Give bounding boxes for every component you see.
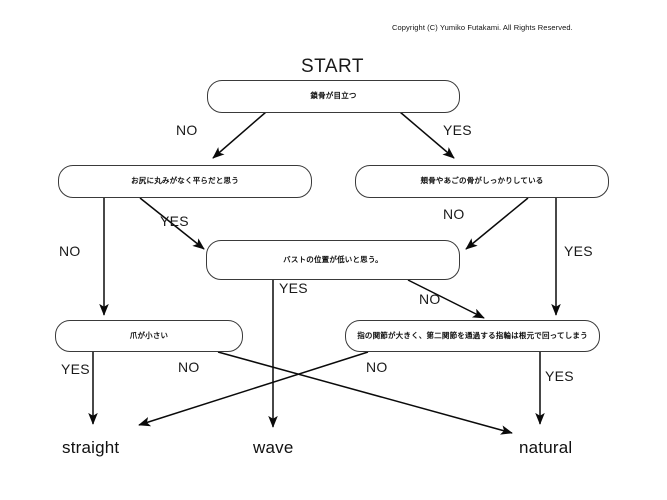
node-q3[interactable]: 頬骨やあごの骨がしっかりしている	[355, 165, 609, 198]
edge-label-q4-yes: YES	[279, 280, 308, 296]
edge-q1-no	[212, 111, 267, 159]
node-q1[interactable]: 鎖骨が目立つ	[207, 80, 460, 113]
node-q2[interactable]: お尻に丸みがなく平らだと思う	[58, 165, 312, 198]
node-q1-label: 鎖骨が目立つ	[310, 91, 357, 101]
terminal-straight: straight	[62, 438, 120, 457]
node-q3-label: 頬骨やあごの骨がしっかりしている	[420, 176, 544, 186]
terminal-natural: natural	[519, 438, 573, 457]
edge-label-q1-yes: YES	[443, 122, 472, 138]
chart-title: START	[301, 56, 365, 77]
edge-label-q6-yes: YES	[545, 368, 574, 384]
node-q6-label: 指の関節が大きく、第二関節を通過する指輪は根元で回ってしまう	[357, 330, 588, 340]
edge-label-q3-yes: YES	[564, 243, 593, 259]
node-q4[interactable]: バストの位置が低いと思う。	[206, 240, 460, 280]
terminal-wave: wave	[253, 438, 294, 457]
edge-label-q1-no: NO	[176, 122, 198, 138]
node-q2-label: お尻に丸みがなく平らだと思う	[131, 176, 239, 186]
edge-label-q3-no: NO	[443, 206, 465, 222]
edge-label-q2-yes: YES	[160, 213, 189, 229]
edge-label-q5-yes: YES	[61, 361, 90, 377]
copyright-notice: Copyright (C) Yumiko Futakami. All Right…	[392, 23, 573, 32]
edge-q3-no	[465, 197, 529, 250]
node-q4-label: バストの位置が低いと思う。	[283, 254, 383, 264]
node-q5-label: 爪が小さい	[129, 330, 169, 340]
edge-label-q6-no: NO	[366, 359, 388, 375]
edge-label-q4-no: NO	[419, 291, 441, 307]
edge-q5-no	[217, 351, 513, 435]
node-q6[interactable]: 指の関節が大きく、第二関節を通過する指輪は根元で回ってしまう	[345, 320, 600, 352]
edge-q6-no	[138, 351, 369, 427]
edge-label-q5-no: NO	[178, 359, 200, 375]
node-q5[interactable]: 爪が小さい	[55, 320, 243, 352]
edge-label-q2-no: NO	[59, 243, 81, 259]
